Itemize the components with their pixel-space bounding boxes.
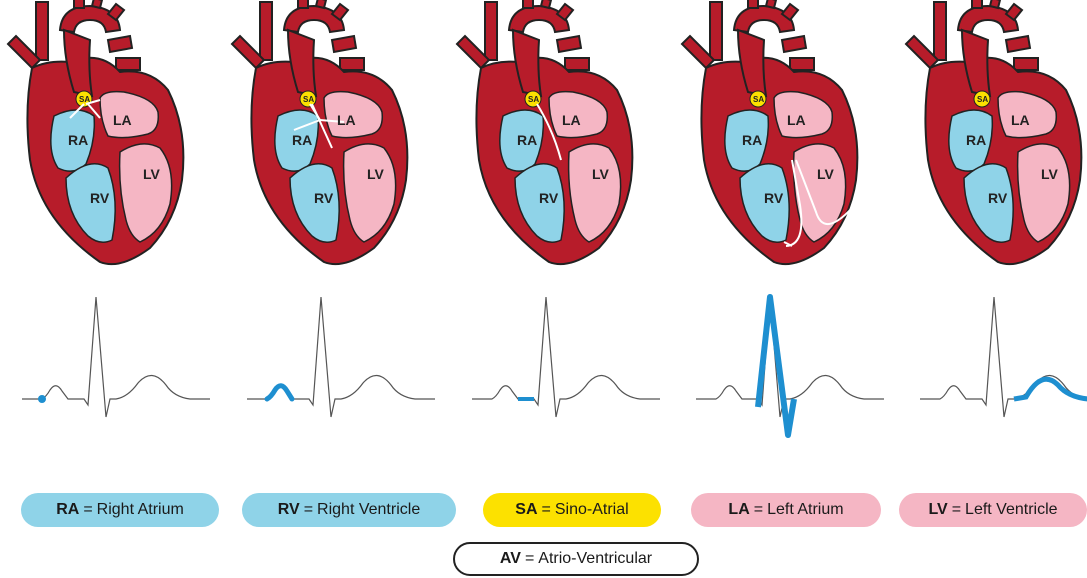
sa-label: SA bbox=[753, 95, 764, 104]
la-label: LA bbox=[562, 112, 581, 128]
heart-icon: RA LA RV LV SA bbox=[898, 0, 1087, 280]
ra-label: RA bbox=[966, 132, 986, 148]
rv-label: RV bbox=[539, 190, 559, 206]
sa-label: SA bbox=[977, 95, 988, 104]
lv-label: LV bbox=[817, 166, 835, 182]
ecg-highlight bbox=[1014, 379, 1087, 399]
legend-eq: = bbox=[754, 501, 763, 518]
heart-icon: RA LA RV LV SA bbox=[674, 0, 874, 280]
legend-full: Sino-Atrial bbox=[555, 501, 629, 518]
rv-label: RV bbox=[764, 190, 784, 206]
ra-label: RA bbox=[292, 132, 312, 148]
la-label: LA bbox=[113, 112, 132, 128]
la-label: LA bbox=[787, 112, 806, 128]
heart-icon: RA LA RV LV SA bbox=[0, 0, 200, 280]
legend-full: Left Ventricle bbox=[965, 501, 1058, 518]
heart-panel-3: RA LA RV LV SA bbox=[449, 0, 649, 280]
lv-label: LV bbox=[592, 166, 610, 182]
sa-label: SA bbox=[303, 95, 314, 104]
la-label: LA bbox=[337, 112, 356, 128]
legend-abbr: RA bbox=[56, 501, 79, 518]
ra-label: RA bbox=[68, 132, 88, 148]
ecg-highlight bbox=[758, 297, 794, 435]
heart-icon: RA LA RV LV SA bbox=[449, 0, 649, 280]
legend-lv: LV =Left Ventricle bbox=[899, 493, 1087, 527]
heart-panel-2: RA LA RV LV SA bbox=[224, 0, 424, 280]
legend-abbr: AV bbox=[500, 550, 521, 567]
ecg-trace-4 bbox=[694, 285, 894, 445]
ecg-trace-5 bbox=[918, 285, 1087, 445]
legend-full: Left Atrium bbox=[767, 501, 843, 518]
ecg-highlight bbox=[38, 395, 46, 403]
ra-label: RA bbox=[742, 132, 762, 148]
ecg-highlight bbox=[267, 386, 292, 399]
rv-label: RV bbox=[90, 190, 110, 206]
legend-full: Right Atrium bbox=[97, 501, 184, 518]
legend-eq: = bbox=[525, 550, 534, 567]
legend-la: LA =Left Atrium bbox=[691, 493, 881, 527]
legend-full: Atrio-Ventricular bbox=[538, 550, 652, 567]
legend-eq: = bbox=[83, 501, 92, 518]
heart-icon: RA LA RV LV SA bbox=[224, 0, 424, 280]
sa-label: SA bbox=[79, 95, 90, 104]
lv-label: LV bbox=[367, 166, 385, 182]
lv-label: LV bbox=[143, 166, 161, 182]
rv-label: RV bbox=[314, 190, 334, 206]
heart-panel-4: RA LA RV LV SA bbox=[674, 0, 874, 280]
legend-abbr: LA bbox=[728, 501, 749, 518]
rv-label: RV bbox=[988, 190, 1008, 206]
ecg-trace-2 bbox=[245, 285, 445, 445]
legend-sa: SA =Sino-Atrial bbox=[483, 493, 661, 527]
legend-abbr: LV bbox=[928, 501, 947, 518]
legend-ra: RA= Right Atrium bbox=[21, 493, 219, 527]
heart-panel-5: RA LA RV LV SA bbox=[898, 0, 1087, 280]
legend-av: AV=Atrio-Ventricular bbox=[453, 542, 699, 576]
legend-eq: = bbox=[952, 501, 961, 518]
legend-rv: RV=Right Ventricle bbox=[242, 493, 456, 527]
sa-label: SA bbox=[528, 95, 539, 104]
legend-full: Right Ventricle bbox=[317, 501, 420, 518]
la-label: LA bbox=[1011, 112, 1030, 128]
legend-abbr: RV bbox=[278, 501, 300, 518]
legend-abbr: SA bbox=[515, 501, 537, 518]
ecg-trace-3 bbox=[470, 285, 670, 445]
ecg-trace-1 bbox=[20, 285, 220, 445]
heart-panel-1: RA LA RV LV SA bbox=[0, 0, 200, 280]
legend-eq: = bbox=[304, 501, 313, 518]
lv-label: LV bbox=[1041, 166, 1059, 182]
legend-eq: = bbox=[542, 501, 551, 518]
ra-label: RA bbox=[517, 132, 537, 148]
